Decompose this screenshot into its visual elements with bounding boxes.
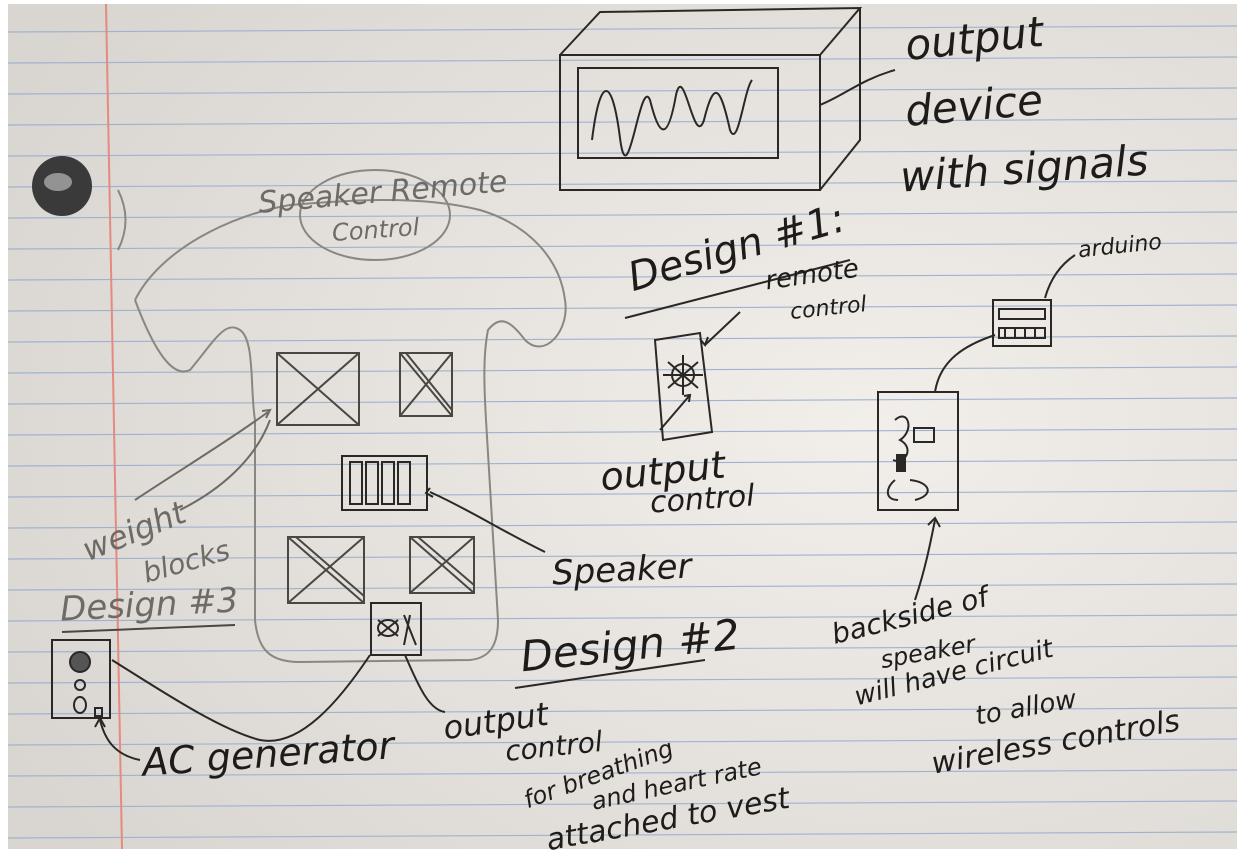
output-control-label-line2: control	[648, 478, 756, 521]
ruled-line	[7, 459, 1237, 467]
speaker-backside-sketch	[877, 391, 959, 601]
ruled-line	[7, 738, 1237, 746]
design2-underline	[514, 659, 706, 689]
ruled-line	[7, 583, 1237, 591]
ruled-line	[7, 242, 1237, 250]
arduino-sketch	[934, 254, 1076, 393]
ruled-line	[7, 273, 1237, 281]
weight-block	[409, 536, 475, 594]
ruled-line	[7, 211, 1237, 219]
ruled-line	[7, 304, 1237, 312]
ruled-line	[7, 645, 1237, 653]
ruled-line	[7, 769, 1237, 777]
ruled-line	[7, 428, 1237, 436]
output-device-sketch	[559, 6, 896, 191]
ruled-line	[7, 366, 1237, 374]
design1-underline	[624, 259, 851, 319]
ruled-line	[7, 490, 1237, 498]
ruled-line	[7, 676, 1237, 684]
speaker-remote-control-ellipse	[299, 169, 451, 261]
ac-generator-sketch	[51, 639, 371, 761]
signal-waveform	[591, 79, 753, 157]
ruled-line	[7, 800, 1237, 808]
ruled-line	[7, 521, 1237, 529]
remote-outline	[254, 419, 500, 664]
ruled-line	[7, 180, 1237, 188]
remote-cable	[134, 199, 567, 421]
ruled-line	[7, 614, 1237, 622]
ruled-line	[7, 552, 1237, 560]
speaker-label: Speaker	[551, 546, 693, 594]
binder-hole-highlight	[44, 173, 72, 191]
ruled-line	[7, 56, 1237, 64]
ruled-lines	[7, 25, 1237, 839]
ruled-line	[7, 831, 1237, 839]
paper-background	[8, 4, 1237, 849]
output-control-box-sketch	[370, 602, 446, 713]
ruled-line	[7, 25, 1237, 33]
ruled-line	[7, 707, 1237, 715]
design3-underline	[61, 624, 236, 633]
ruled-line	[7, 118, 1237, 126]
weight-block-arrows	[134, 408, 272, 511]
ruled-line	[7, 397, 1237, 405]
margin-line	[105, 3, 123, 849]
weight-block	[287, 536, 365, 604]
speaker-remote-control-label-line2: Control	[331, 212, 421, 248]
weight-block	[399, 352, 453, 417]
remote-control-sketch	[653, 311, 741, 442]
weight-blocks	[276, 352, 475, 604]
speaker-sketch	[341, 455, 546, 553]
design2-sketch	[117, 169, 567, 664]
design3-title: Design #3	[59, 580, 240, 630]
weight-block	[276, 352, 360, 426]
output-device-label-line2: device	[903, 75, 1045, 136]
ruled-line	[7, 87, 1237, 95]
